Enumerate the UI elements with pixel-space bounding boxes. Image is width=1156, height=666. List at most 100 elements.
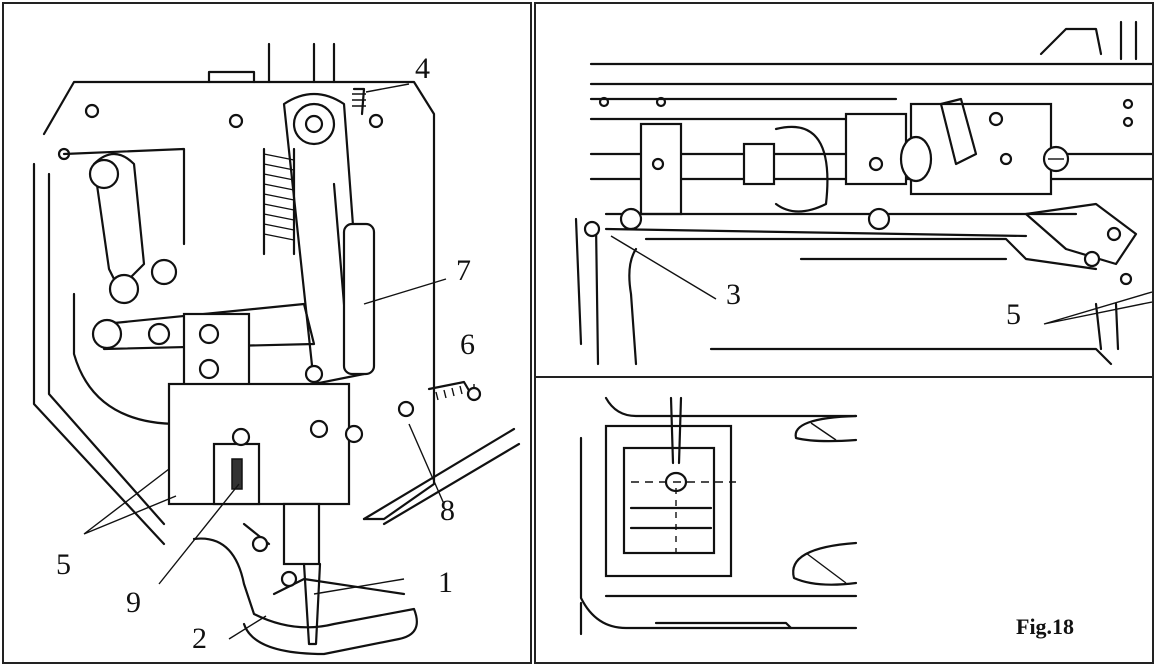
upper-bracket	[62, 147, 186, 246]
needle-plate-illustration	[579, 396, 858, 636]
bed-top	[644, 237, 1098, 271]
connecting-rod	[604, 212, 1078, 238]
front-mechanism	[1024, 202, 1138, 266]
left-post	[574, 217, 600, 366]
screw-4-thread	[352, 93, 366, 107]
lever-pivot-center	[304, 114, 324, 134]
side-screw	[397, 400, 415, 418]
adjust-screw	[198, 323, 220, 345]
plate-hole	[1122, 98, 1134, 110]
rod-screw	[867, 207, 891, 231]
crank-screw	[868, 156, 884, 172]
callout-6: 6	[460, 328, 475, 361]
leader-7	[363, 278, 447, 305]
callout-1: 1	[438, 566, 453, 599]
link-pivot	[150, 258, 178, 286]
arm-top-plate	[589, 62, 1152, 86]
machine-arm-side-view	[574, 20, 1152, 366]
callout-5-right: 5	[1006, 298, 1021, 331]
leader-9	[158, 483, 240, 585]
plate-outer-edge	[579, 436, 858, 630]
screw-6-shank	[427, 380, 476, 401]
left-frame-edge-inner	[47, 172, 166, 526]
screw-4	[352, 87, 366, 116]
needle-clamp	[282, 502, 321, 566]
shaft-collar	[742, 142, 776, 186]
link-pivot	[147, 322, 171, 346]
machine-head-illustration	[32, 42, 521, 656]
adjust-screw	[198, 358, 220, 380]
left-detail-panel: 4 7 6 8 5 1 9 2	[2, 2, 532, 664]
rocker-arm	[939, 97, 978, 166]
front-screw	[1083, 250, 1101, 268]
post-screw	[583, 220, 601, 238]
callout-5: 5	[56, 548, 71, 581]
feed-slot-lines	[629, 506, 713, 530]
leader-2	[228, 615, 267, 640]
curved-guard	[72, 292, 181, 426]
guide-plate	[342, 222, 376, 376]
housing-screw	[988, 111, 1004, 127]
front-screw	[1106, 226, 1122, 242]
leader-3	[610, 235, 717, 300]
housing-screw	[309, 419, 329, 439]
compression-spring	[263, 153, 295, 241]
leader-5-right	[1043, 291, 1152, 325]
presser-foot-toe	[272, 577, 406, 596]
thread-slot	[231, 458, 243, 490]
top-bracket	[1039, 27, 1103, 56]
housing-screw	[999, 152, 1013, 166]
frame-hole	[84, 103, 100, 119]
callout-4: 4	[415, 52, 430, 85]
figure-caption: Fig.18	[1016, 614, 1075, 639]
housing-screw	[231, 427, 251, 447]
callout-7: 7	[456, 254, 471, 287]
housing-screw	[344, 424, 364, 444]
front-screw	[1119, 272, 1133, 286]
frame-hole	[228, 113, 244, 129]
needle	[302, 562, 322, 646]
needle-hole	[622, 446, 716, 555]
callout-2: 2	[192, 622, 207, 655]
screw-slot-line	[805, 552, 847, 584]
rod-clamp	[619, 207, 643, 231]
plate-hole	[1122, 116, 1134, 128]
screw-slot-line	[810, 422, 837, 441]
bed-edge	[362, 427, 521, 526]
callout-8: 8	[440, 494, 455, 527]
needle-shaft	[669, 396, 683, 465]
frame-tab	[207, 70, 256, 84]
plate-bottom-slot	[654, 621, 793, 630]
leader-8	[408, 423, 445, 505]
mechanism-housing	[909, 102, 1053, 196]
leader-1	[313, 578, 405, 595]
link-pivot	[108, 273, 140, 305]
callout-3: 3	[726, 278, 741, 311]
foot-screw	[280, 570, 298, 588]
link-pivot	[91, 318, 123, 350]
side-view-panel: 3 5	[534, 2, 1154, 378]
eccentric	[899, 135, 933, 183]
needle-plate-detail-panel: Fig.18	[534, 376, 1154, 664]
crank-block	[844, 112, 908, 186]
plate-screw-slot-top	[794, 414, 858, 443]
plate-top-edge	[604, 396, 858, 418]
adjust-block	[182, 312, 251, 396]
link-pivot	[88, 158, 120, 190]
leader-5	[83, 468, 177, 535]
frame-posts	[267, 42, 336, 84]
leader-4	[365, 83, 410, 93]
screw-6-thread	[435, 385, 463, 401]
top-screw	[1119, 20, 1138, 61]
cam-disc	[774, 125, 829, 213]
presser-foot	[192, 537, 418, 656]
housing-screw	[304, 364, 324, 384]
screw-6-head	[466, 386, 482, 402]
left-frame-edge	[32, 162, 166, 546]
plate-screw-slot-bottom	[792, 541, 858, 586]
foot-screw	[251, 535, 269, 553]
callout-9: 9	[126, 586, 141, 619]
bearing-screw	[651, 157, 665, 171]
bed-bottom	[709, 347, 1113, 366]
foot-post	[1094, 302, 1120, 351]
